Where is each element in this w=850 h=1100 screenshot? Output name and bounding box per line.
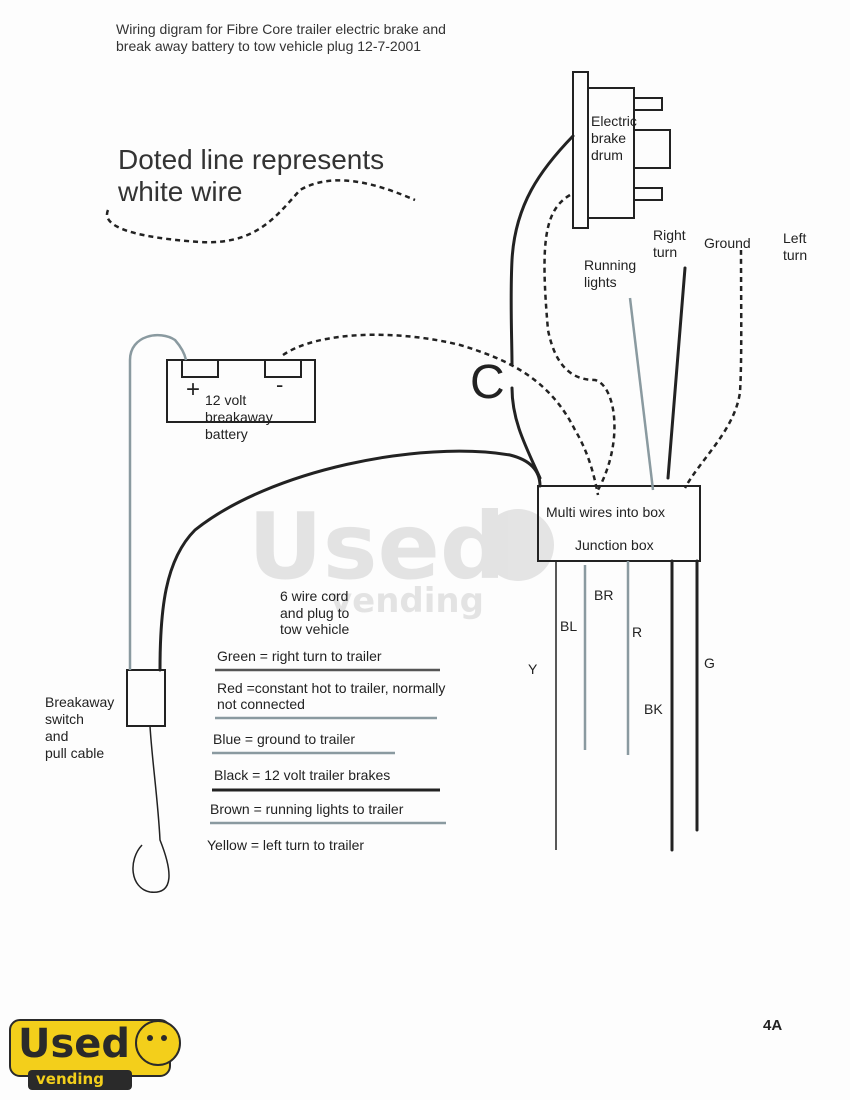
used-vending-logo [9,1019,181,1090]
breakaway-label-line4: pull cable [45,745,105,761]
left-turn-line1: Left [783,230,807,246]
ground-label: Ground [704,235,751,251]
watermark-piggy-icon [482,509,554,581]
left-turn-line2: turn [783,247,808,263]
junction-box [537,485,701,562]
drum-label-line3: drum [591,147,623,163]
breakaway-switch [126,669,166,727]
watermark-logo-sub: vending [330,581,484,621]
legend-red-line1: Red =constant hot to trailer, normally [217,680,446,696]
battery-label-line2: breakaway [205,409,273,425]
page-number: 4A [763,1017,783,1034]
solid-wires [158,134,699,852]
gray-wires [128,297,655,755]
legend-black: Black = 12 volt trailer brakes [214,767,391,783]
drum-label-line1: Electric [591,113,637,129]
wire-code-y: Y [528,661,538,677]
wire-code-br: BR [594,587,614,603]
dotted-wires [105,179,743,496]
legend-red-line2: not connected [217,696,305,712]
logo-word: Used [18,1021,131,1067]
legend-underlines [210,668,446,825]
battery-label-line1: 12 volt [205,392,247,408]
watermark-logo: Used [248,493,506,600]
thin-wires [132,561,557,893]
piggy-icon [135,1020,181,1066]
drum-label-line2: brake [591,130,627,146]
piggy-eye-icon [161,1035,167,1041]
diagram-title-line2: break away battery to tow vehicle plug 1… [116,38,422,54]
cord-label-line1: 6 wire cord [280,588,349,604]
battery-label-line3: battery [205,426,248,442]
running-lights-line2: lights [584,274,617,290]
legend-brown: Brown = running lights to trailer [210,801,404,817]
legend-blue: Blue = ground to trailer [213,731,356,747]
cord-label-line2: and plug to [280,605,350,621]
connector-c: C [470,356,505,409]
brake-drum [572,71,671,229]
piggy-eye-icon [147,1035,153,1041]
breakaway-label-line2: switch [45,711,84,727]
breakaway-label-line3: and [45,728,69,744]
right-turn-line1: Right [653,227,686,243]
junction-label-line1: Multi wires into box [546,504,666,520]
watermark: Used vending [248,493,554,621]
note-line2: white wire [118,176,243,207]
legend-yellow: Yellow = left turn to trailer [207,837,365,853]
cord-label-line3: tow vehicle [280,621,350,637]
breakaway-label-line1: Breakaway [45,694,115,710]
right-turn-line2: turn [653,244,678,260]
wire-code-g: G [704,655,715,671]
wire-code-bl: BL [560,618,578,634]
legend-green: Green = right turn to trailer [217,648,382,664]
logo-sub: vending [36,1070,104,1088]
battery-plus: + [186,376,201,403]
battery-minus: - [276,372,284,397]
wire-code-r: R [632,624,643,640]
junction-label-line2: Junction box [575,537,654,553]
running-lights-line1: Running [584,257,637,273]
wire-code-bk: BK [644,701,663,717]
battery [166,359,316,423]
diagram-title-line1: Wiring digram for Fibre Core trailer ele… [116,21,446,37]
note-line1: Doted line represents [118,144,385,175]
